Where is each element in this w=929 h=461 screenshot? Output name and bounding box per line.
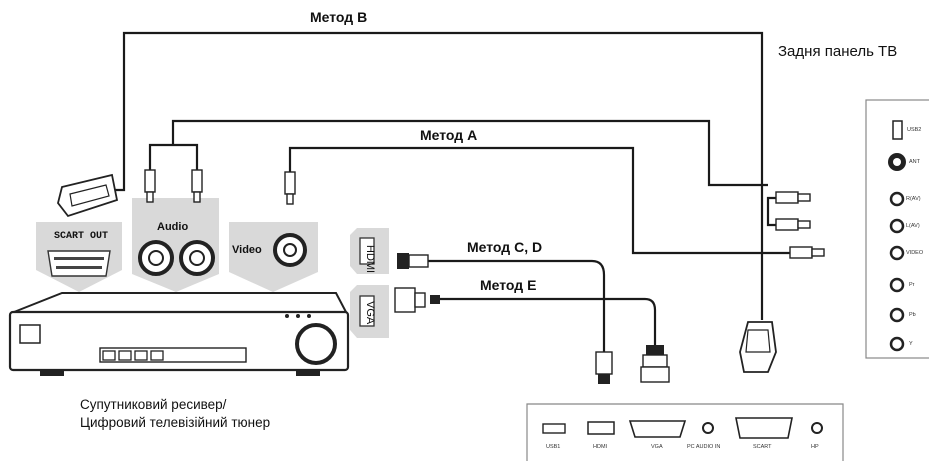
cable-method-a-audio — [171, 119, 768, 187]
tv-vga-port-icon — [628, 420, 687, 438]
tv-bottom-panel-frame — [526, 403, 844, 461]
tv-bottom-panel — [526, 403, 844, 461]
method-e-label: Метод E — [480, 277, 537, 293]
method-a-label: Метод A — [420, 127, 478, 143]
port-label-l-av: L(AV) — [906, 223, 920, 229]
audio-label: Audio — [157, 221, 189, 233]
port-label-hp: HP — [811, 444, 819, 450]
tv-rca-jacks — [889, 191, 905, 352]
pr-jack-icon — [889, 277, 905, 293]
vga-plug-tv-icon — [640, 345, 670, 383]
hdmi-plug-receiver-icon — [397, 253, 429, 269]
rca-plug-tv-video-icon — [789, 246, 825, 259]
receiver-label-line2: Цифровий телевізійний тюнер — [80, 415, 271, 430]
cable-audio-branch — [148, 143, 199, 180]
port-label-scart: SCART — [753, 444, 772, 450]
vga-label: VGA — [364, 301, 376, 325]
video-label: Video — [232, 244, 262, 256]
rca-plug-audio-right-icon — [191, 169, 203, 203]
rca-plug-video-icon — [284, 171, 296, 205]
method-cd-label: Метод C, D — [467, 239, 543, 255]
hdmi-plug-tv-icon — [595, 351, 613, 384]
rca-plug-tv-l-icon — [775, 218, 811, 231]
cables — [112, 31, 790, 355]
receiver-display-icon — [19, 324, 41, 344]
usb1-port-icon — [542, 423, 566, 434]
hdmi-label: HDMI — [364, 245, 376, 274]
hp-jack-icon — [811, 422, 823, 434]
receiver-top — [13, 292, 348, 313]
port-label-vga: VGA — [651, 444, 663, 450]
port-label-video: VIDEO — [906, 250, 924, 256]
port-label-pb: Pb — [909, 312, 916, 318]
satellite-receiver — [8, 292, 350, 376]
port-label-pc-audio-in: PC AUDIO IN — [687, 444, 721, 450]
tv-scart-port-icon — [735, 417, 793, 439]
y-jack-icon — [889, 336, 905, 352]
port-label-y: Y — [909, 341, 913, 347]
scart-out-label: SCART OUT — [54, 231, 109, 242]
video-jack-core — [283, 243, 297, 257]
hdmi-port-icon — [359, 237, 375, 265]
vga-plug-receiver-icon — [394, 287, 440, 313]
receiver-buttons — [102, 350, 164, 361]
receiver-foot-right — [296, 370, 320, 376]
receiver-label-line1: Супутниковий ресивер/ — [80, 397, 227, 412]
port-label-usb1: USB1 — [546, 444, 561, 450]
rca-plug-audio-left-icon — [144, 169, 156, 203]
port-label-pr: Pr — [909, 282, 915, 288]
receiver-front — [8, 310, 350, 372]
usb2-port-icon — [892, 120, 903, 140]
receiver-knob-icon — [295, 323, 337, 365]
port-label-hdmi: HDMI — [593, 444, 608, 450]
method-b-label: Метод B — [310, 9, 368, 25]
port-label-ant: ANT — [909, 159, 920, 165]
cable-method-cd-hdmi — [428, 259, 606, 355]
rca-plug-tv-r-icon — [775, 191, 811, 204]
scart-out-connector — [47, 250, 111, 277]
tv-side-panel — [865, 99, 929, 359]
receiver-outputs — [36, 198, 389, 338]
scart-out-pins — [54, 257, 104, 269]
cable-method-b — [112, 31, 764, 320]
l-av-jack-icon — [889, 218, 905, 234]
tv-hdmi-port-icon — [587, 421, 615, 435]
vga-port-icon — [359, 295, 375, 327]
pc-audio-in-jack-icon — [702, 422, 714, 434]
video-av-jack-icon — [889, 245, 905, 261]
audio-jack-right-core — [189, 250, 205, 266]
receiver-foot-left — [40, 370, 64, 376]
port-label-r-av: R(AV) — [906, 196, 921, 202]
cable-method-a-video — [288, 146, 790, 255]
scart-plug-tv-icon — [739, 321, 777, 373]
pb-jack-icon — [889, 307, 905, 323]
scart-plug-receiver-icon — [57, 173, 119, 218]
tv-back-panel-title: Задня панель ТВ — [778, 43, 898, 60]
port-label-usb2: USB2 — [907, 127, 922, 133]
cable-method-e-vga — [440, 297, 657, 355]
r-av-jack-icon — [889, 191, 905, 207]
plugs — [57, 169, 825, 384]
audio-jack-left-core — [148, 250, 164, 266]
